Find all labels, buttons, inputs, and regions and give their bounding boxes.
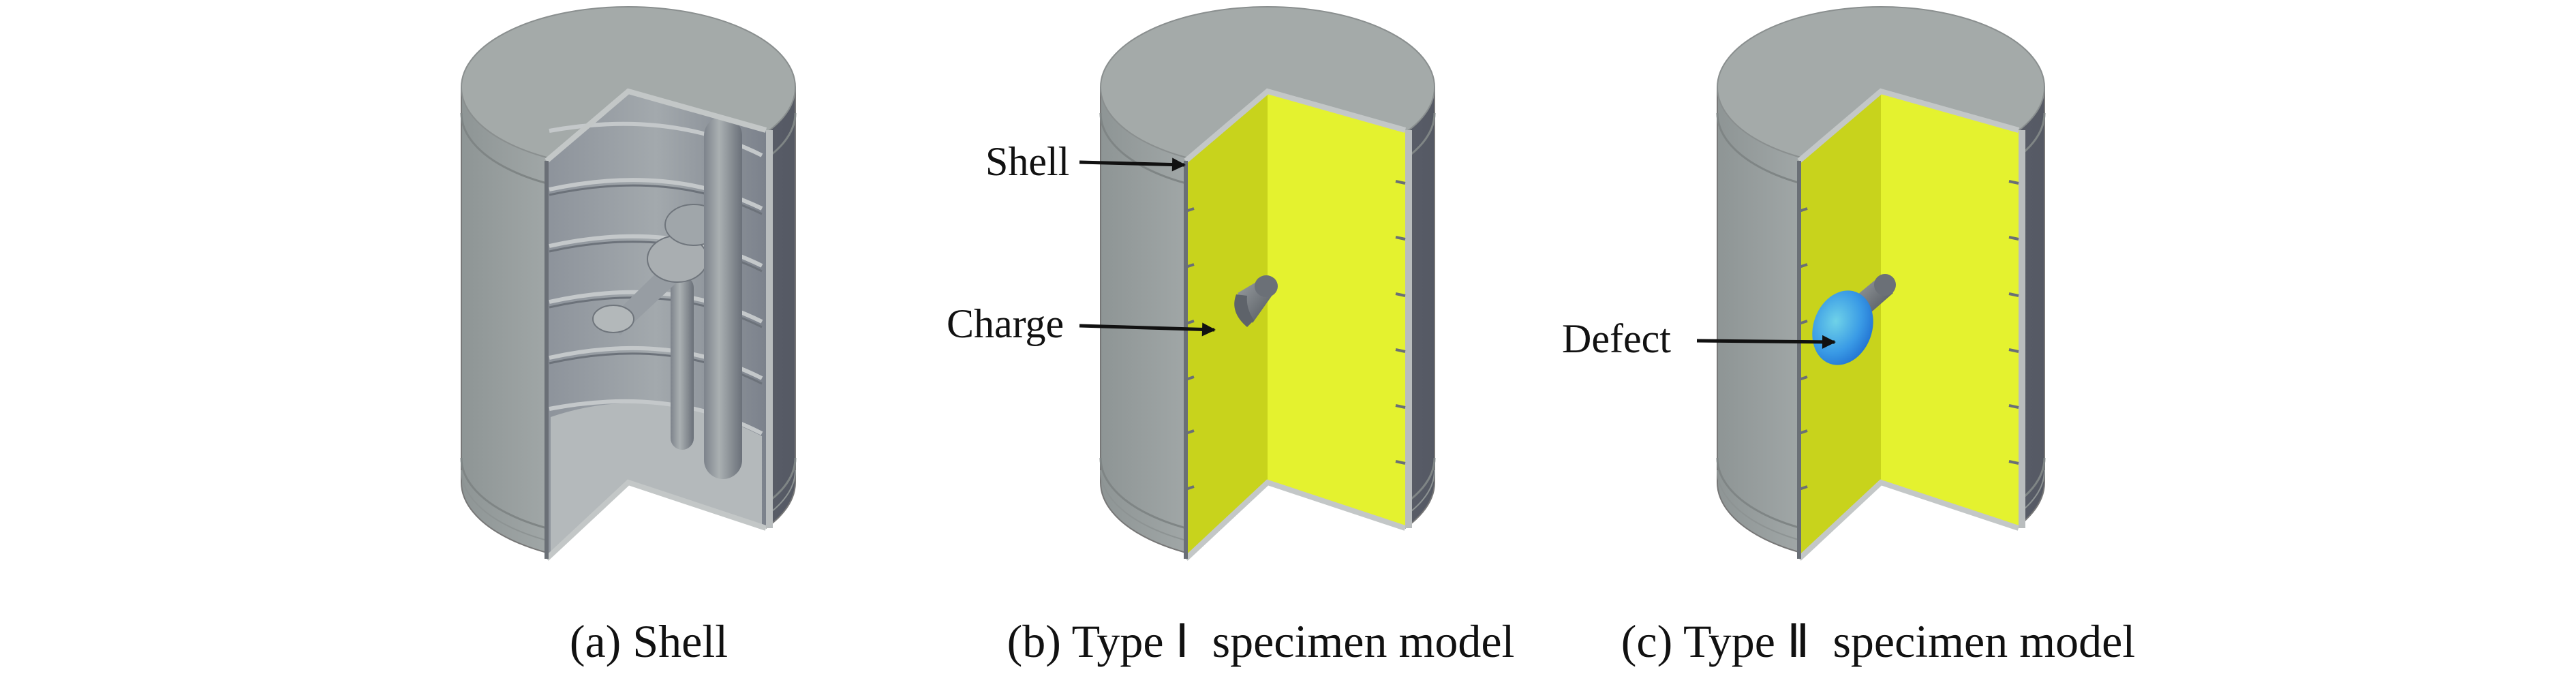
shell-model: [460, 6, 797, 613]
type-2-specimen-model: [1716, 6, 2046, 613]
defect-label: Defect: [1562, 316, 1671, 361]
caption-c: (c) Type Ⅱ specimen model: [1621, 615, 2135, 667]
charge-detonator: [1234, 275, 1278, 327]
type-1-specimen-model: [1099, 6, 1436, 613]
shell-label: Shell: [985, 139, 1069, 184]
charge-right-face: [1881, 91, 2019, 528]
internal-pipes: [592, 117, 742, 479]
charge-label: Charge: [947, 301, 1064, 346]
caption-a: (a) Shell: [570, 615, 728, 667]
caption-b: (b) Type Ⅰ specimen model: [1007, 615, 1515, 667]
charge-left-face: [1186, 91, 1268, 559]
charge-right-face: [1268, 91, 1405, 528]
defect-arrow: [1696, 335, 1836, 349]
charge-arrow: [1079, 322, 1216, 337]
shell-arrow: [1079, 157, 1186, 172]
